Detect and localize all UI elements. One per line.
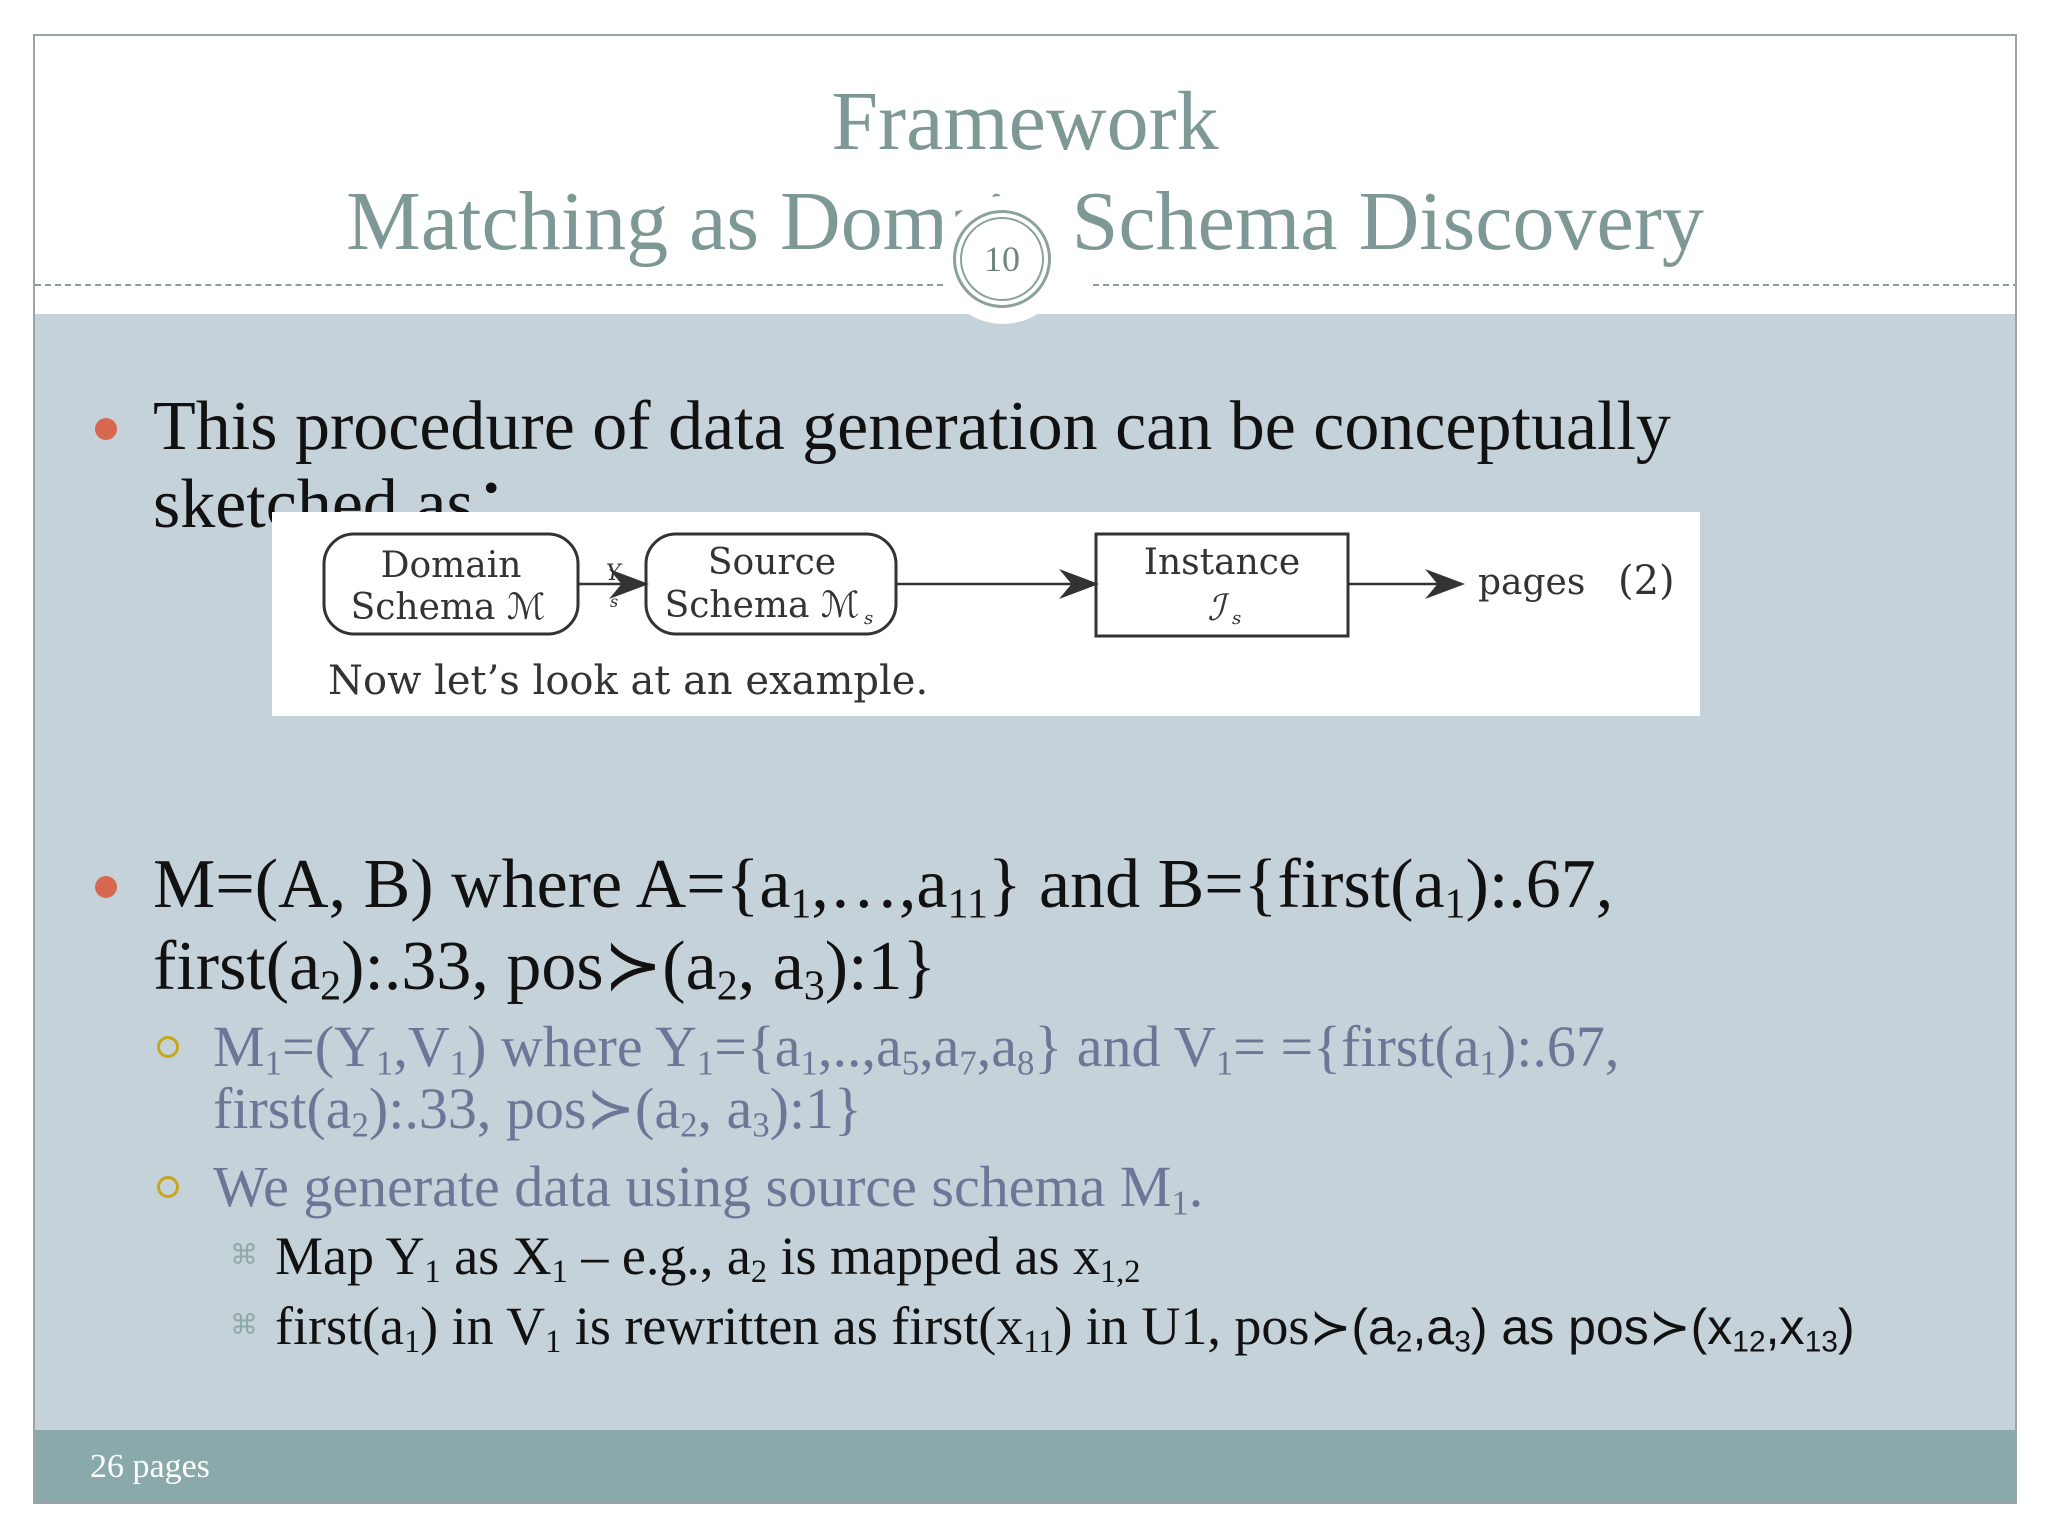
slide-footer: 26 pages xyxy=(35,1430,2015,1502)
edge-label-sub: s xyxy=(610,592,618,611)
bullet-1-line-1: This procedure of data generation can be… xyxy=(153,388,1671,465)
source-schema-label-1: Source xyxy=(708,542,836,583)
schema-diagram-svg: Domain Schema ℳ Y s Source Schema ℳ s In… xyxy=(322,532,1675,704)
sub-sub-bullet-1-text: Map Y1 as X1 – e.g., a2 is mapped as x1,… xyxy=(275,1226,1141,1291)
sub-bullet-2-marker xyxy=(157,1176,179,1198)
sub-bullet-1-marker xyxy=(157,1036,179,1058)
pages-label: pages xyxy=(1478,562,1585,603)
page-number: 10 xyxy=(960,217,1044,301)
sub-sub-bullet-1-marker: ⌘ xyxy=(230,1240,258,1271)
equation-number: (2) xyxy=(1618,558,1675,604)
bullet-2-line-2: first(a2):.33, pos≻(a2, a3):1} xyxy=(153,928,937,1010)
page-number-ring: 10 xyxy=(953,210,1051,308)
instance-label-1: Instance xyxy=(1144,542,1300,583)
schema-diagram: Domain Schema ℳ Y s Source Schema ℳ s In… xyxy=(272,512,1700,716)
header-divider-right xyxy=(1093,284,2015,286)
sub-bullet-2-text: We generate data using source schema M1. xyxy=(213,1154,1204,1223)
slide-body: This procedure of data generation can be… xyxy=(35,314,2015,1466)
instance-label-2: ℐ xyxy=(1208,588,1231,629)
page-number-badge: 10 xyxy=(939,196,1067,324)
bullet-2-marker xyxy=(95,876,117,898)
bullet-1-marker xyxy=(95,418,117,440)
sub-sub-bullet-2-text: first(a1) in V1 is rewritten as first(x1… xyxy=(275,1296,1855,1361)
sub-bullet-1-line-2: first(a2):.33, pos≻(a2, a3):1} xyxy=(213,1076,862,1145)
domain-schema-label-2: Schema ℳ xyxy=(351,587,546,628)
header-divider-left xyxy=(35,284,953,286)
sub-bullet-1-line-1: M1=(Y1,V1) where Y1={a1,..,a5,a7,a8} and… xyxy=(213,1014,1620,1083)
sub-sub-bullet-2-marker: ⌘ xyxy=(230,1310,258,1341)
edge-label: Y xyxy=(606,561,623,586)
diagram-caption: Now let’s look at an example. xyxy=(328,658,928,704)
domain-schema-label-1: Domain xyxy=(381,545,522,586)
instance-sub: s xyxy=(1232,608,1241,629)
page-count: 26 pages xyxy=(90,1448,210,1485)
bullet-2-line-1: M=(A, B) where A={a1,…,a11} and B={first… xyxy=(153,846,1614,928)
source-schema-label-2: Schema ℳ xyxy=(665,585,860,626)
source-schema-sub: s xyxy=(864,608,873,629)
slide-title: Framework xyxy=(831,75,1219,168)
